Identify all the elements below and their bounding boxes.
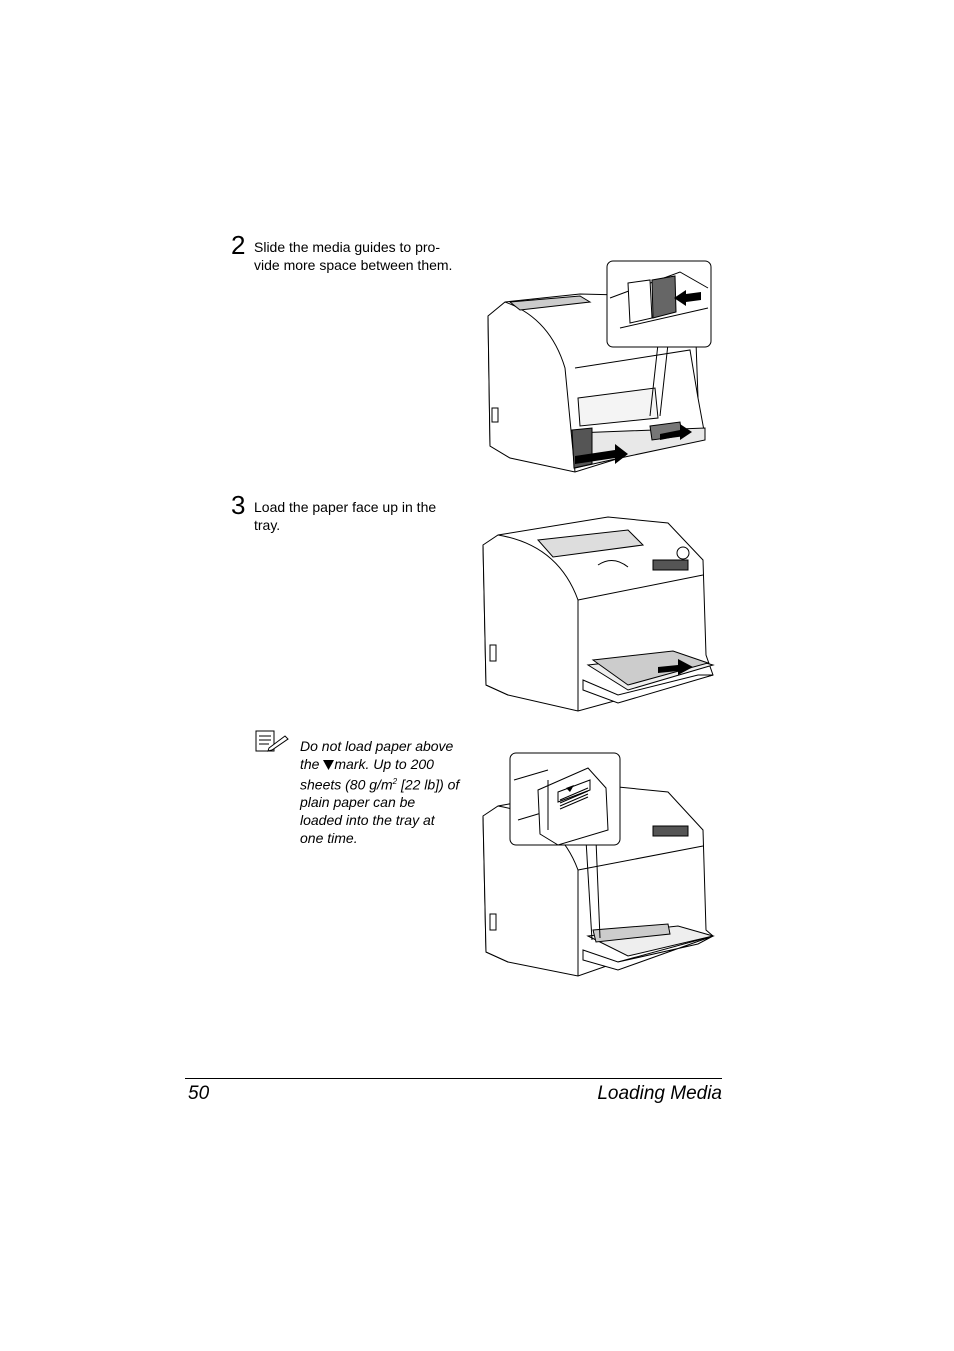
- step-2-text-line2: vide more space between them.: [254, 257, 453, 273]
- note-line5: loaded into the tray at: [300, 812, 435, 829]
- printer-load-paper-figure: [482, 516, 715, 712]
- step-2-text-line1: Slide the media guides to pro-: [254, 239, 440, 255]
- printer-media-guides-figure: [487, 260, 712, 473]
- down-triangle-mark-icon: [323, 759, 335, 770]
- footer-rule: [185, 1078, 722, 1079]
- step-3-text-line2: tray.: [254, 517, 281, 533]
- note-line3: sheets (80 g/m2 [22 lb]) of: [300, 773, 470, 794]
- note-line3-a: sheets (80 g/m: [300, 776, 393, 793]
- section-title: Loading Media: [597, 1083, 722, 1104]
- step-3-text: Load the paper face up in the tray.: [254, 498, 464, 534]
- note-line2-b: mark. Up to 200: [334, 755, 434, 772]
- note-line2: the mark. Up to 200: [300, 756, 470, 774]
- note-pencil-icon: [255, 730, 289, 752]
- step-3-text-line1: Load the paper face up in the: [254, 499, 437, 515]
- note-line3-sup: 2: [392, 777, 398, 787]
- step-2-text: Slide the media guides to pro- vide more…: [254, 238, 464, 274]
- step-2-number: 2: [231, 230, 246, 260]
- note-line4: plain paper can be: [300, 794, 416, 811]
- note-line2-a: the: [300, 755, 320, 772]
- note-text: Do not load paper above the mark. Up to …: [300, 738, 470, 847]
- note-line6: one time.: [300, 829, 358, 846]
- printer-max-mark-figure: [482, 752, 715, 977]
- step-3-number: 3: [231, 490, 246, 520]
- note-line1: Do not load paper above: [300, 738, 454, 754]
- page-number: 50: [188, 1083, 210, 1104]
- note-line3-b: [22 lb]) of: [397, 776, 460, 793]
